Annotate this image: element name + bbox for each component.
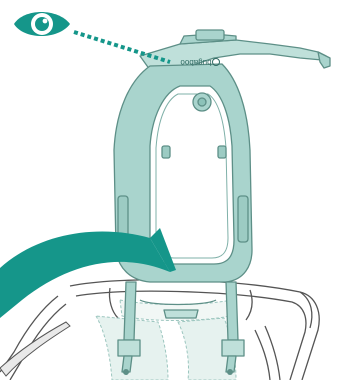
brand-label: bugaboo — [180, 58, 212, 67]
stroller-strap — [0, 322, 70, 376]
dotted-line — [74, 32, 170, 62]
eye-icon — [14, 12, 70, 36]
